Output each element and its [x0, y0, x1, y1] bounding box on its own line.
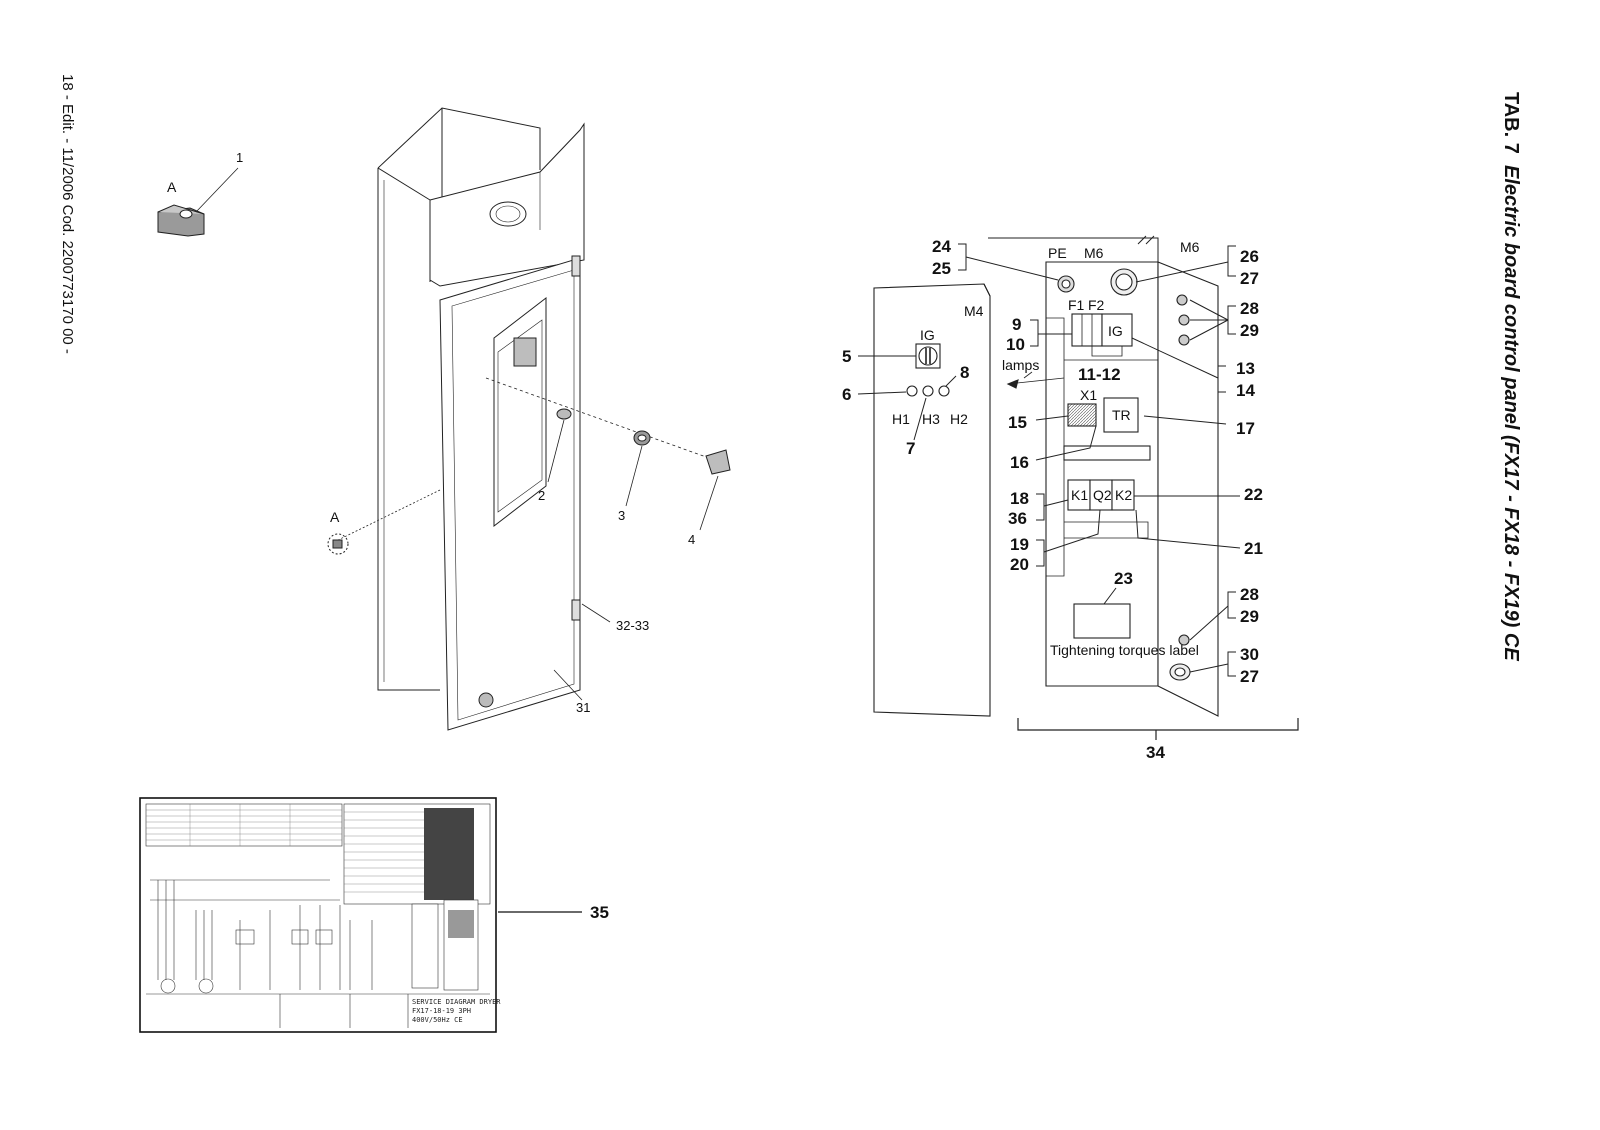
label-x1: X1 — [1080, 387, 1097, 403]
callout-4: 4 — [688, 532, 695, 547]
label-tightening-torques: Tightening torques label — [1050, 642, 1199, 658]
callout-30: 30 — [1240, 645, 1259, 664]
callout-21: 21 — [1244, 539, 1263, 558]
callout-11-12: 11-12 — [1078, 365, 1121, 384]
wiring-title-3: 400V/50Hz CE — [412, 1016, 463, 1024]
detail-a-bracket — [157, 204, 205, 237]
callout-36: 36 — [1008, 509, 1027, 528]
callout-24: 24 — [932, 237, 951, 256]
label-h2: H2 — [950, 411, 968, 427]
wiring-title-1: SERVICE DIAGRAM DRYER — [412, 998, 501, 1006]
label-m6-a: M6 — [1084, 245, 1104, 261]
callout-15: 15 — [1008, 413, 1027, 432]
wiring-diagram-thumbnail: SERVICE DIAGRAM DRYER FX17-18-19 3PH 400… — [139, 797, 609, 1033]
label-k2: K2 — [1115, 487, 1132, 503]
callout-17: 17 — [1236, 419, 1255, 438]
label-tr: TR — [1112, 407, 1131, 423]
callout-35: 35 — [590, 903, 609, 922]
label-ig-plate: IG — [1108, 323, 1123, 339]
label-m6-b: M6 — [1180, 239, 1200, 255]
callout-29-top: 29 — [1240, 321, 1259, 340]
label-f2: F2 — [1088, 297, 1105, 313]
label-h3: H3 — [922, 411, 940, 427]
callout-34: 34 — [1146, 743, 1165, 762]
callout-14: 14 — [1236, 381, 1255, 400]
right-component-labels: PE M6 M6 M4 IG IG F1 F2 lamps H1 H3 H2 X… — [892, 239, 1200, 658]
callout-2: 2 — [538, 488, 545, 503]
callout-7: 7 — [906, 439, 915, 458]
callout-29-bottom: 29 — [1240, 607, 1259, 626]
callout-a: A — [330, 509, 340, 525]
label-pe: PE — [1048, 245, 1067, 261]
callout-27-bottom: 27 — [1240, 667, 1259, 686]
detail-a-label: A — [167, 179, 177, 195]
open-panel-view — [857, 235, 1299, 740]
callout-13: 13 — [1236, 359, 1255, 378]
callout-19: 19 — [1010, 535, 1029, 554]
callout-28-bottom: 28 — [1240, 585, 1259, 604]
callout-8: 8 — [960, 363, 969, 382]
callout-22: 22 — [1244, 485, 1263, 504]
label-m4: M4 — [964, 303, 984, 319]
callout-28-top: 28 — [1240, 299, 1259, 318]
callout-18: 18 — [1010, 489, 1029, 508]
callout-9: 9 — [1012, 315, 1021, 334]
callout-16: 16 — [1010, 453, 1029, 472]
right-callouts: 24 25 26 27 28 29 9 10 5 6 7 8 11-12 13 … — [842, 237, 1263, 762]
callout-3: 3 — [618, 508, 625, 523]
label-h1: H1 — [892, 411, 910, 427]
label-ig-door: IG — [920, 327, 935, 343]
callout-10: 10 — [1006, 335, 1025, 354]
callout-20: 20 — [1010, 555, 1029, 574]
tightening-label-text: Tightening torques label — [1050, 642, 1199, 658]
callout-6: 6 — [842, 385, 851, 404]
callout-25: 25 — [932, 259, 951, 278]
callout-23: 23 — [1114, 569, 1133, 588]
label-lamps: lamps — [1002, 357, 1039, 373]
label-q2: Q2 — [1093, 487, 1112, 503]
left-callouts: A 1 2 3 4 A 32-33 31 — [167, 150, 695, 715]
wiring-title-2: FX17-18-19 3PH — [412, 1007, 471, 1015]
callout-1: 1 — [236, 150, 243, 165]
callout-26: 26 — [1240, 247, 1259, 266]
callout-31: 31 — [576, 700, 590, 715]
label-f1: F1 — [1068, 297, 1085, 313]
cabinet-exploded-view — [157, 107, 731, 731]
callout-5: 5 — [842, 347, 851, 366]
callout-27-top: 27 — [1240, 269, 1259, 288]
label-k1: K1 — [1071, 487, 1088, 503]
callout-32-33: 32-33 — [616, 618, 649, 633]
